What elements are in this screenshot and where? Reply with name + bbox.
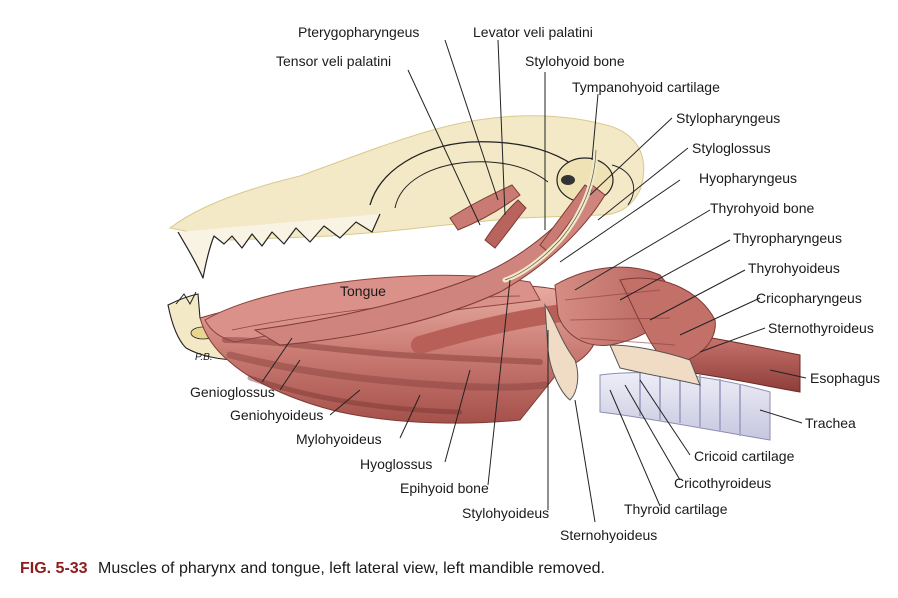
label-tongue: Tongue (340, 283, 386, 299)
label-sternothyroideus: Sternothyroideus (768, 320, 874, 336)
label-cricopharyngeus: Cricopharyngeus (756, 290, 862, 306)
labels: Pterygopharyngeus Levator veli palatini … (190, 24, 880, 543)
label-stylohyoideus: Stylohyoideus (462, 505, 549, 521)
label-sternohyoideus: Sternohyoideus (560, 527, 657, 543)
label-tympanohyoid-cartilage: Tympanohyoid cartilage (572, 79, 720, 95)
label-levator-veli-palatini: Levator veli palatini (473, 24, 593, 40)
label-stylopharyngeus: Stylopharyngeus (676, 110, 780, 126)
label-hyopharyngeus: Hyopharyngeus (699, 170, 797, 186)
label-tensor-veli-palatini: Tensor veli palatini (276, 53, 391, 69)
label-trachea: Trachea (805, 415, 856, 431)
label-pterygopharyngeus: Pterygopharyngeus (298, 24, 419, 40)
figure-number: FIG. 5-33 (20, 560, 88, 577)
label-cricoid-cartilage: Cricoid cartilage (694, 448, 795, 464)
illustrator-initials: P.B. (195, 352, 213, 363)
pharyngeal-muscles (544, 266, 716, 401)
label-stylohyoid-bone: Stylohyoid bone (525, 53, 625, 69)
label-thyrohyoideus: Thyrohyoideus (748, 260, 840, 276)
label-thyropharyngeus: Thyropharyngeus (733, 230, 842, 246)
diagram: P.B. Pterygopharyngeus Levator veli pala… (167, 24, 880, 543)
anatomy-illustration: P.B. Pterygopharyngeus Levator veli pala… (167, 24, 880, 543)
label-cricothyroideus: Cricothyroideus (674, 475, 771, 491)
label-thyrohyoid-bone: Thyrohyoid bone (710, 200, 815, 216)
label-geniohyoideus: Geniohyoideus (230, 407, 323, 423)
label-thyroid-cartilage: Thyroid cartilage (624, 501, 728, 517)
palate-muscles (449, 184, 593, 253)
label-hyoglossus: Hyoglossus (360, 456, 432, 472)
caption-text: Muscles of pharynx and tongue, left late… (98, 560, 605, 577)
leader-lines (261, 39, 807, 523)
label-styloglossus: Styloglossus (692, 140, 771, 156)
figure-caption: FIG. 5-33 Muscles of pharynx and tongue,… (20, 560, 605, 578)
label-mylohyoideus: Mylohyoideus (296, 431, 382, 447)
label-esophagus: Esophagus (810, 370, 880, 386)
label-genioglossus: Genioglossus (190, 384, 275, 400)
label-epihyoid-bone: Epihyoid bone (400, 480, 489, 496)
